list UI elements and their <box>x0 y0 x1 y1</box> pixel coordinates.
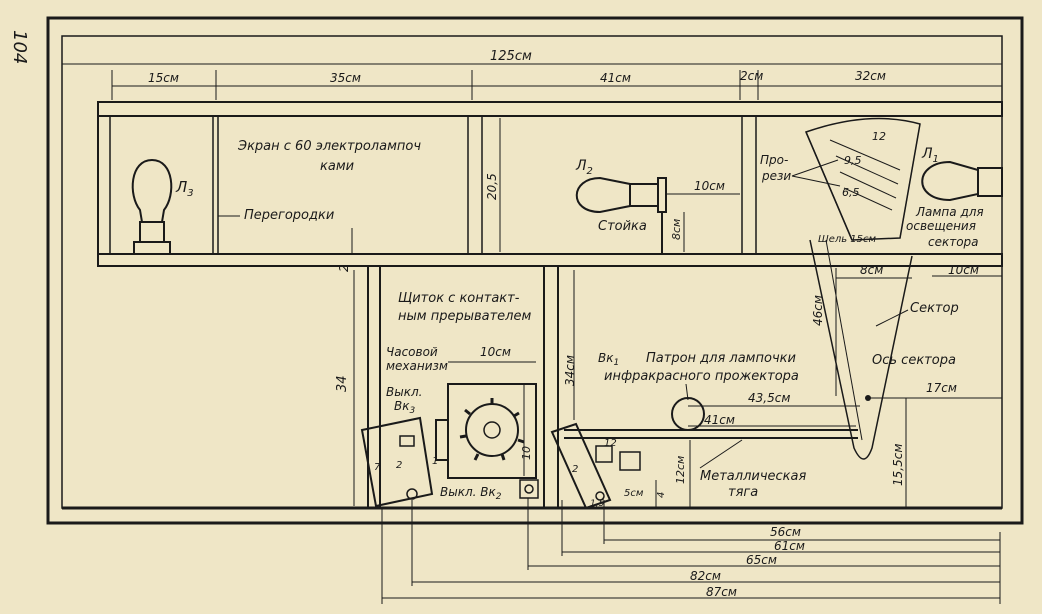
dim-43-5: 43,5см <box>748 391 790 405</box>
switch3-label-2: Вк3 <box>394 399 415 416</box>
clock-mechanism-icon <box>459 398 525 461</box>
dim-34: 34 <box>335 375 350 392</box>
dim-8v: 8см <box>670 219 683 240</box>
dim-17: 17см <box>926 381 957 395</box>
socket-label-2: инфракрасного прожектора <box>604 369 799 384</box>
sector-axis-label: Ось сектора <box>872 353 956 368</box>
dim-34cm: 34см <box>563 355 577 386</box>
switch-vk3-icon <box>360 416 434 508</box>
panel-label: Щиток с контакт- <box>398 291 520 306</box>
rod-label-2: тяга <box>728 485 758 500</box>
vk1-dim-1-5: 1,5 <box>590 499 605 509</box>
sector-body <box>809 239 913 460</box>
dim-12v: 12см <box>674 456 687 484</box>
sector-head <box>804 117 921 241</box>
dim-56: 56см <box>770 525 801 539</box>
lamp-sector-label-3: сектора <box>928 235 979 249</box>
sector-label: Сектор <box>910 301 959 316</box>
dim-82: 82см <box>690 569 721 583</box>
dim-15-5: 15,5см <box>891 444 905 486</box>
dim-41: 41см <box>600 71 631 85</box>
socket-icon <box>671 397 705 431</box>
dim-20-5: 20,5 <box>485 173 499 200</box>
lamp-sector-label-2: освещения <box>906 219 976 233</box>
vk1-dim-12: 12 <box>604 438 617 449</box>
rod-leader <box>699 439 743 469</box>
panel-label-2: ным прерывателем <box>398 309 531 324</box>
shelf-bottom <box>97 253 1003 267</box>
switch-vk1-icon <box>550 422 641 510</box>
dim-4v: 4 <box>656 492 667 498</box>
dim-15: 15см <box>148 71 179 85</box>
slots-label-2: рези <box>761 169 791 183</box>
slot-12: 12 <box>872 130 886 143</box>
lamp-l1-icon <box>921 160 1003 202</box>
vk1-dim-5: 5см <box>624 488 644 499</box>
dim-41b: 41см <box>704 413 735 427</box>
shelf-top <box>97 101 1003 117</box>
dim-10b: 10см <box>948 263 979 277</box>
dim-10v: 10 <box>520 446 533 460</box>
lamp-l1-label: Л1 <box>921 146 939 165</box>
clock-connector <box>435 419 449 461</box>
switch2-label: Выкл. Вк2 <box>440 485 502 502</box>
dim-10a: 10см <box>694 179 725 193</box>
sector-leader <box>875 309 909 327</box>
vk1-label: Вк1 <box>598 351 619 368</box>
dim-8b: 8см <box>860 263 883 277</box>
slot-6-5: 6,5 <box>842 186 860 199</box>
rod-label: Металлическая <box>700 469 806 484</box>
gap-label: Шель 15см <box>818 234 877 245</box>
clock-label-2: механизм <box>386 359 448 373</box>
lamp-l3-icon <box>131 158 173 255</box>
slots-label: Про- <box>760 153 788 167</box>
slots-leader <box>791 159 839 177</box>
switch3-dim-1: 1 <box>432 456 438 467</box>
lamp-sector-label: Лампа для <box>915 205 984 219</box>
outer-frame <box>46 16 1024 525</box>
dim-2: 2см <box>740 69 763 83</box>
dim-87: 87см <box>706 585 737 599</box>
switch3-dim-7: 7 <box>374 462 381 473</box>
dim-32: 32см <box>855 69 886 83</box>
switch3-label: Выкл. <box>386 385 422 399</box>
screen-label: Экран с 60 электролампоч <box>237 139 421 154</box>
lamp-l2-label: Л2 <box>575 158 593 177</box>
lamp-l2-icon <box>575 176 667 254</box>
stand-label: Стойка <box>598 219 647 234</box>
page-number: 104 <box>9 30 30 64</box>
slots-leader <box>791 175 841 187</box>
dim-2v: 2 <box>337 264 351 272</box>
clock-label: Часовой <box>386 345 438 359</box>
switch3-dim-2: 2 <box>396 460 402 471</box>
dim-61: 61см <box>774 539 805 553</box>
screen-label-2: ками <box>320 159 354 174</box>
dim-35: 35см <box>330 71 361 85</box>
dim-65: 65см <box>746 553 777 567</box>
dim-10c: 10см <box>480 345 511 359</box>
partitions-label: Перегородки <box>244 208 334 223</box>
vk1-dim-2: 2 <box>572 464 578 475</box>
switch-vk2-icon <box>519 479 539 499</box>
slot-9-5: 9,5 <box>844 154 862 167</box>
dim-total: 125см <box>490 49 532 64</box>
dim-46: 46см <box>811 295 825 326</box>
socket-label: Патрон для лампочки <box>646 351 796 366</box>
lamp-l3-label: Л3 <box>175 178 194 199</box>
